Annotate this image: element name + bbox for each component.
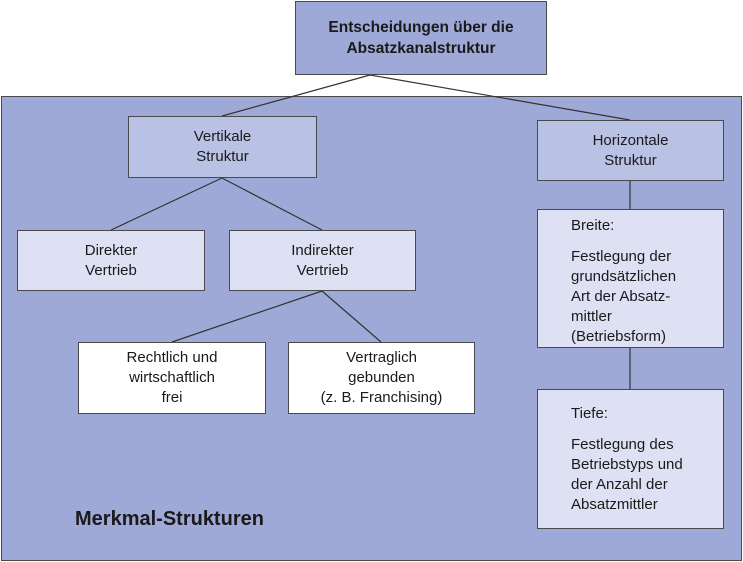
indirekter-line-2: Vertrieb [296, 261, 349, 279]
entscheidungen-line-2: Absatzkanalstruktur [346, 40, 496, 57]
breite-heading: Breite: [571, 217, 615, 234]
tiefe-line-2: Betriebstyps und [571, 456, 683, 473]
tiefe-line-4: Absatzmittler [571, 496, 658, 513]
vertraglich-line-2: gebunden [348, 369, 415, 386]
breite-line-2: grundsätzlichen [571, 268, 677, 285]
tiefe-heading: Tiefe: [571, 405, 608, 422]
horizontale-line-2: Struktur [604, 151, 657, 169]
vertraglich-line-3: (z. B. Franchising) [320, 389, 443, 406]
direkter-vertrieb-box: Direkter Vertrieb [17, 230, 205, 291]
direkter-line-1: Direkter [84, 241, 138, 259]
indirekter-vertrieb-box: Indirekter Vertrieb [229, 230, 416, 291]
merkmal-strukturen-label: Merkmal-Strukturen [75, 508, 264, 530]
horizontale-struktur-box: Horizontale Struktur [537, 120, 724, 181]
horizontale-line-1: Horizontale [592, 131, 669, 149]
tiefe-line-1: Festlegung des [571, 436, 674, 453]
entscheidungen-line-1: Entscheidungen über die [328, 19, 514, 36]
tiefe-line-3: der Anzahl der [571, 476, 668, 493]
breite-box: Breite: Festlegung der grundsätzlichen A… [537, 209, 724, 348]
breite-line-1: Festlegung der [571, 248, 672, 265]
vertikale-line-1: Vertikale [193, 128, 252, 145]
rechtlich-line-1: Rechtlich und [126, 349, 218, 366]
vertikale-struktur-box: Vertikale Struktur [128, 116, 317, 178]
vertikale-line-2: Struktur [196, 148, 249, 165]
breite-line-5: (Betriebsform) [571, 328, 667, 345]
indirekter-line-1: Indirekter [291, 241, 354, 259]
rechtlich-line-3: frei [161, 389, 183, 406]
vertraglich-gebunden-box: Vertraglich gebunden (z. B. Franchising) [288, 342, 475, 414]
breite-line-3: Art der Absatz- [571, 288, 671, 305]
rechtlich-frei-box: Rechtlich und wirtschaftlich frei [78, 342, 266, 414]
direkter-line-2: Vertrieb [85, 261, 137, 279]
breite-line-4: mittler [571, 308, 612, 325]
entscheidungen-box: Entscheidungen über die Absatzkanalstruk… [295, 1, 547, 75]
tiefe-box: Tiefe: Festlegung des Betriebstyps und d… [537, 389, 724, 529]
vertraglich-line-1: Vertraglich [346, 349, 417, 366]
rechtlich-line-2: wirtschaftlich [129, 369, 215, 386]
